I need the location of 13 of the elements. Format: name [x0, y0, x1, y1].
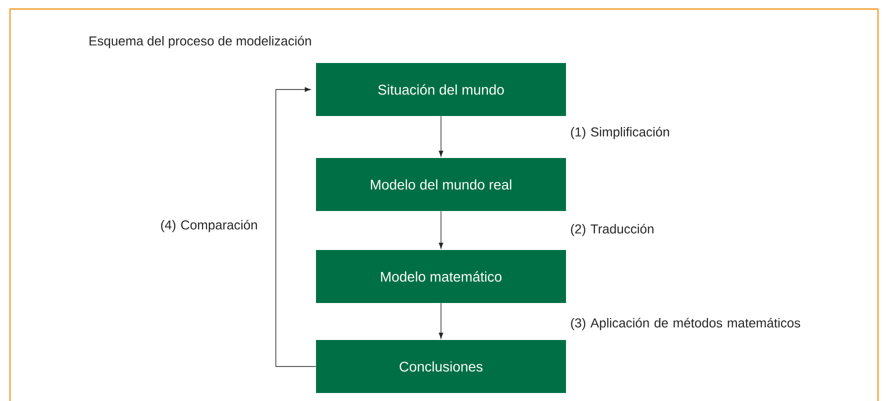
- process-box: Modelo matemático: [316, 250, 566, 303]
- step-label: (1) Simplificación: [571, 126, 670, 140]
- step-label: (3) Aplicación de métodos matemáticos: [571, 318, 800, 330]
- heading: Esquema del proceso de modelización: [90, 36, 311, 48]
- arrow: [275, 87, 316, 367]
- process-box: Modelo del mundo real: [316, 158, 566, 211]
- arrow: [438, 210, 444, 249]
- arrow: [438, 302, 444, 339]
- arrow: [438, 116, 444, 157]
- process-box: Conclusiones: [316, 340, 566, 393]
- step-label: (2) Traducción: [571, 224, 654, 236]
- edge-label: (4) Comparación: [161, 220, 257, 232]
- process-box: Situación del mundo: [316, 63, 566, 116]
